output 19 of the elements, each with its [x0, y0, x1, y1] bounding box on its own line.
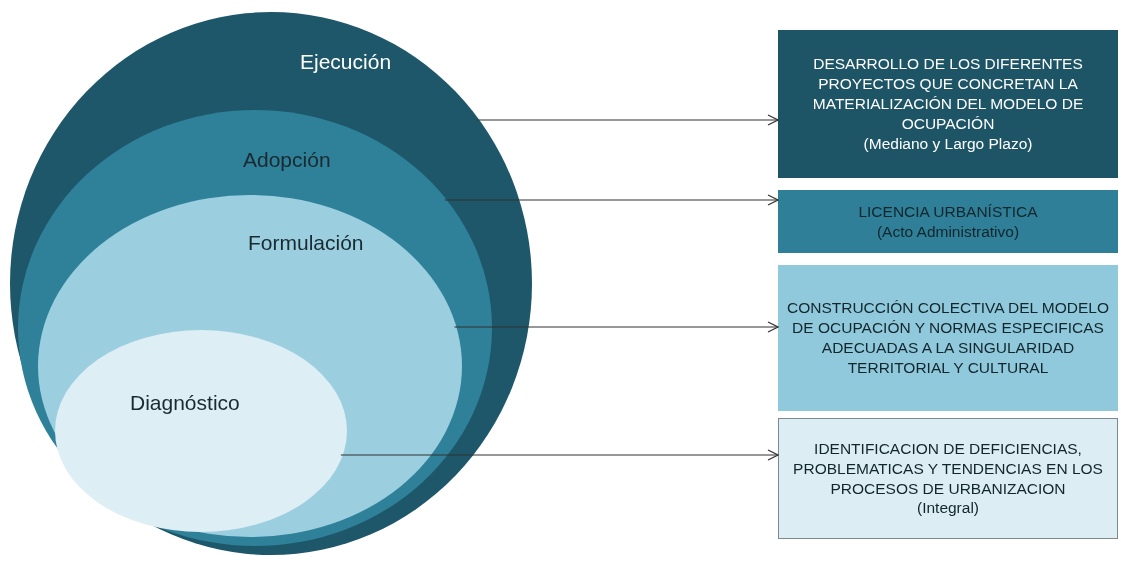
description-box — [778, 418, 1118, 539]
description-text: (Integral) — [917, 498, 979, 519]
description-box — [778, 265, 1118, 411]
arrow — [340, 449, 779, 461]
description-text: (Acto Administrativo) — [876, 221, 1020, 242]
description-text: CONSTRUCCIÓN COLECTIVA DEL MODELO DE OCUPACIÓN Y NORMAS ESPECIFICAS ADECUADAS A LA SINGULARIDAD TERRITORIAL Y CULTURAL — [785, 298, 1111, 378]
description-box — [778, 190, 1118, 253]
stage-label: Ejecución — [300, 50, 392, 74]
arrow — [444, 194, 779, 206]
description-box — [778, 30, 1118, 178]
stage-label: Adopción — [243, 148, 331, 172]
description-text: IDENTIFICACION DE DEFICIENCIAS, PROBLEMATICAS Y TENDENCIAS EN LOS PROCESOS DE URBANIZACION — [792, 438, 1104, 499]
description-text: DESARROLLO DE LOS DIFERENTES PROYECTOS QUE CONCRETAN LA MATERIALIZACIÓN DEL MODELO DE OCUPACIÓN — [811, 54, 1085, 134]
arrow — [476, 114, 779, 126]
stage-label: Formulación — [248, 231, 364, 255]
stage-label: Diagnóstico — [130, 391, 240, 415]
description-text: LICENCIA URBANÍSTICA — [858, 201, 1038, 222]
description-text: (Mediano y Largo Plazo) — [863, 133, 1033, 154]
arrow — [453, 321, 779, 333]
